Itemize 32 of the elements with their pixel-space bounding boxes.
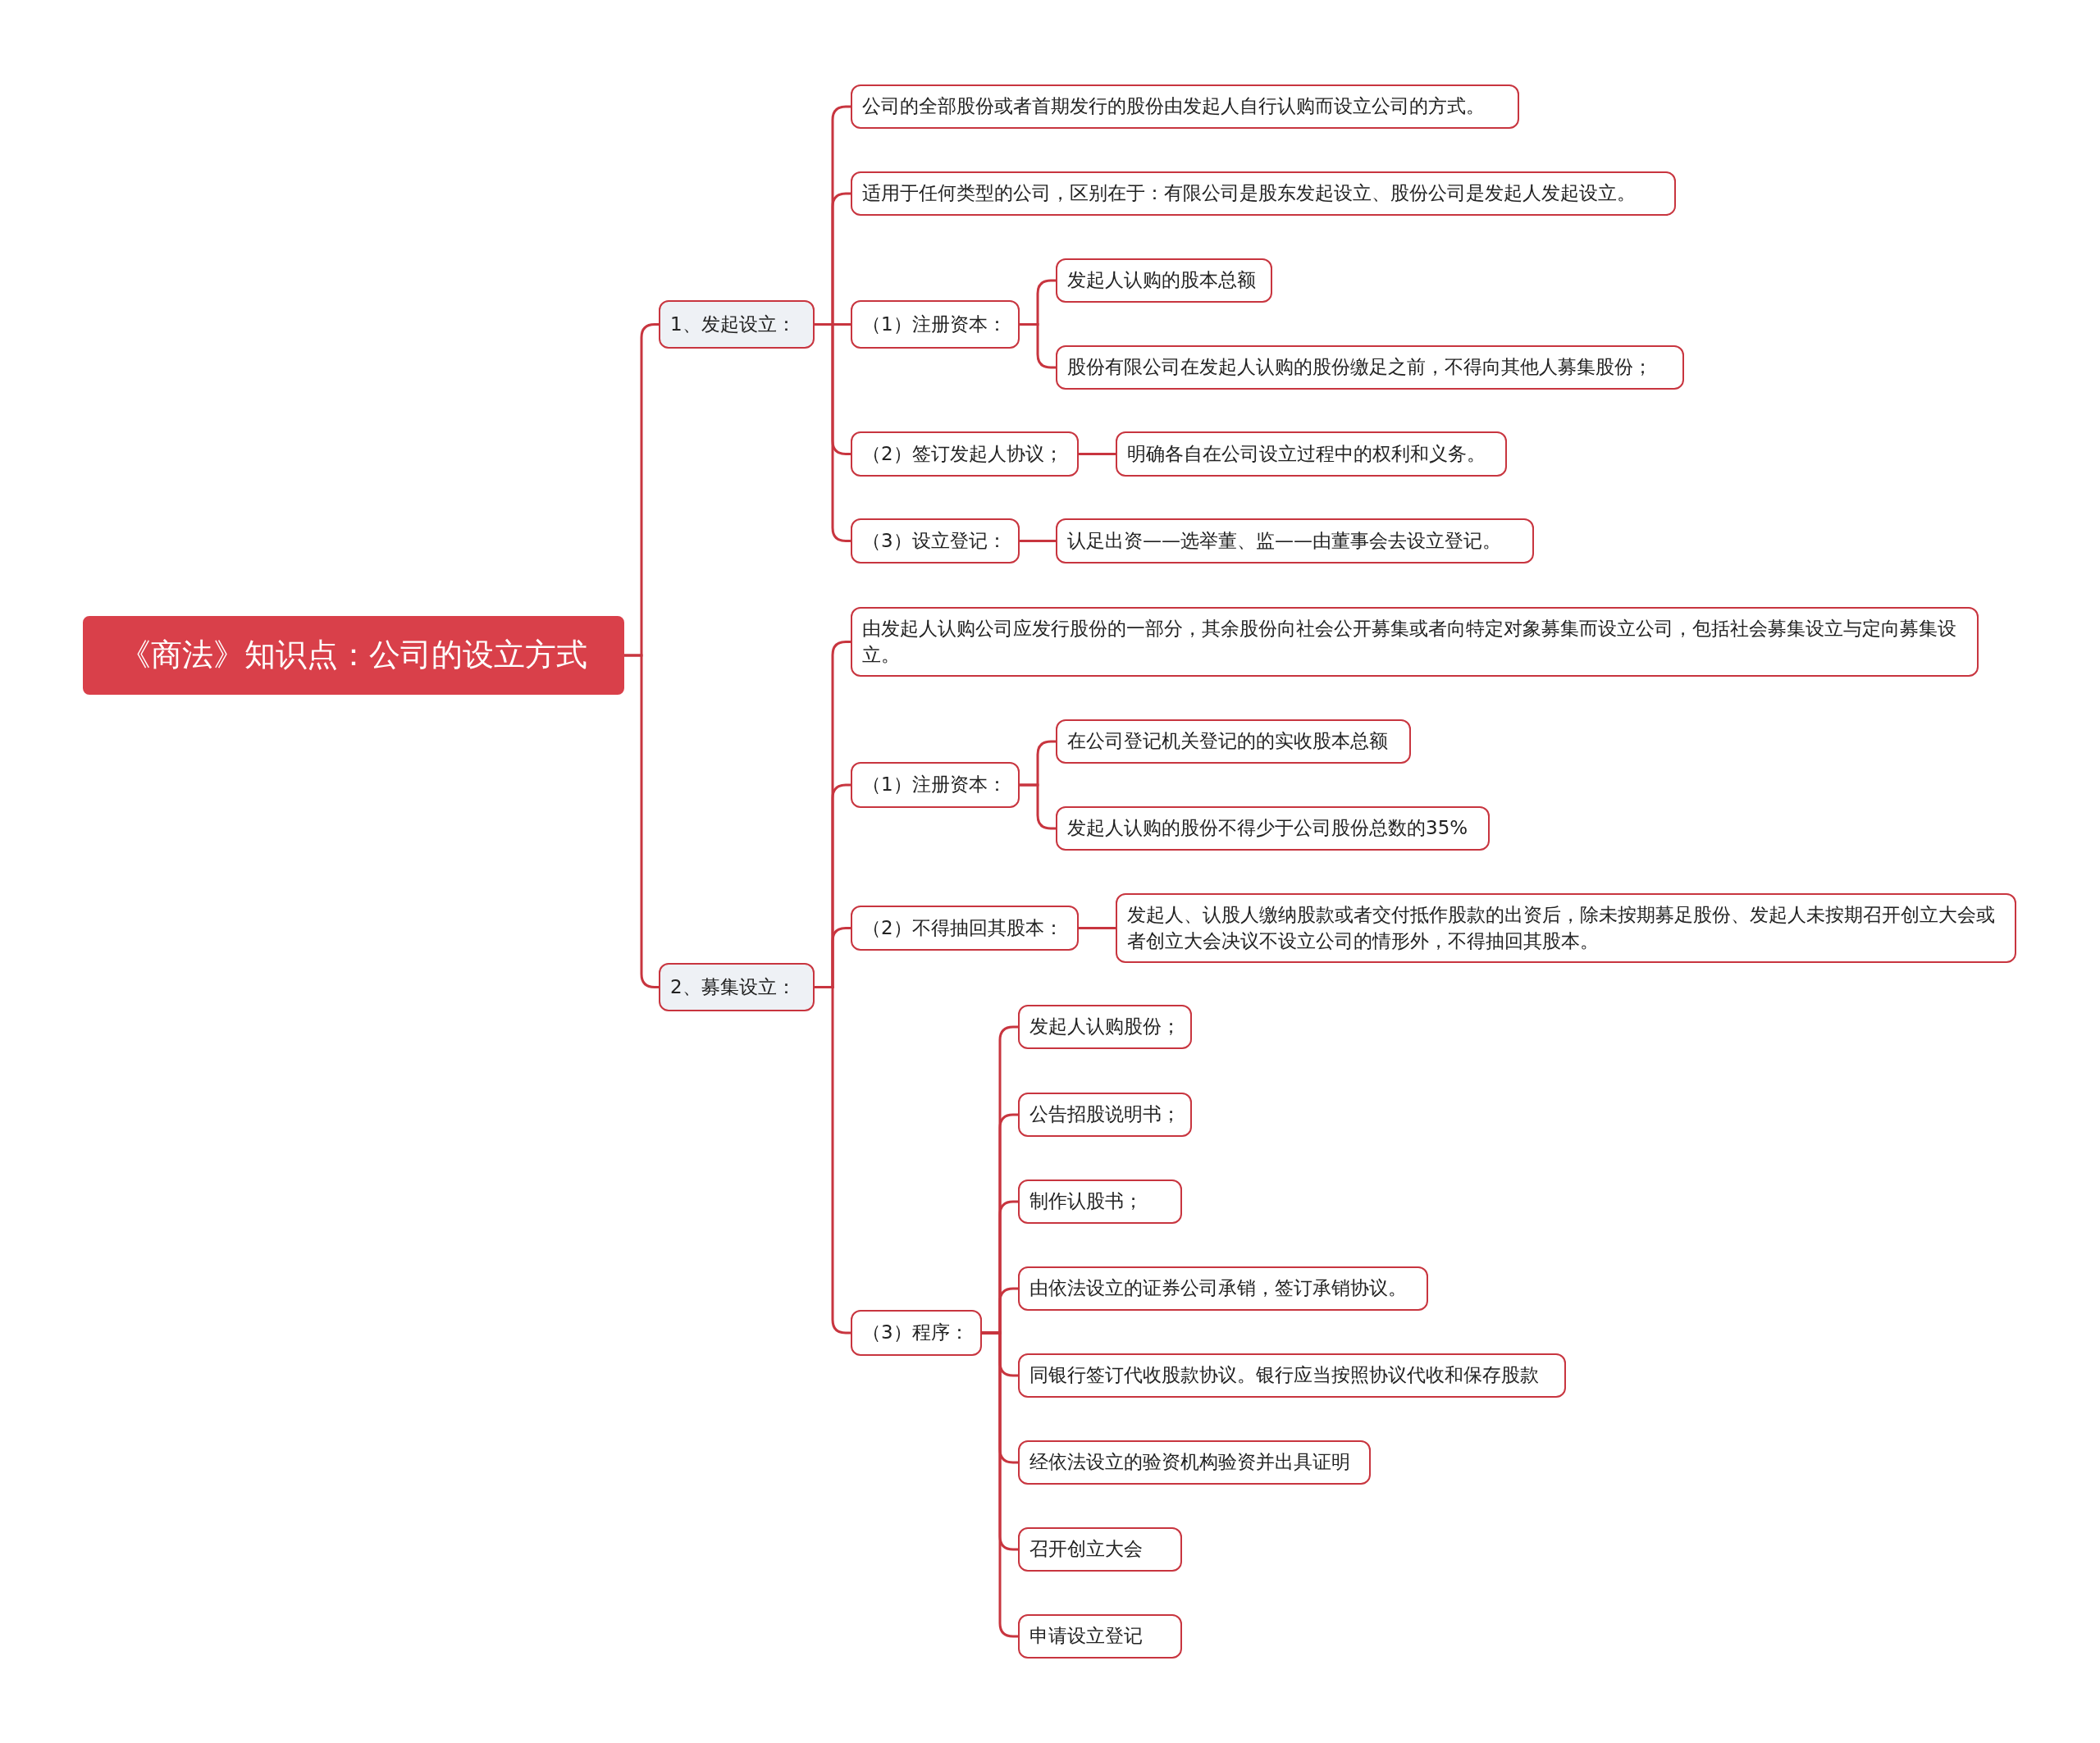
topic-box: 发起人认购股份；	[1018, 1005, 1192, 1049]
topic-box: 公司的全部股份或者首期发行的股份由发起人自行认购而设立公司的方式。	[851, 84, 1519, 129]
topic-box: 适用于任何类型的公司，区别在于：有限公司是股东发起设立、股份公司是发起人发起设立。	[851, 171, 1676, 216]
connector-line	[1079, 453, 1116, 455]
connector-line	[1020, 540, 1056, 542]
topic-box: （1）注册资本：	[851, 762, 1020, 808]
topic-box: 由依法设立的证券公司承销，签订承销协议。	[1018, 1266, 1428, 1311]
topic-box: 经依法设立的验资机构验资并出具证明	[1018, 1440, 1371, 1485]
topic-box: 公告招股说明书；	[1018, 1093, 1192, 1137]
topic-box: 明确各自在公司设立过程中的权利和义务。	[1116, 431, 1507, 477]
topic-box: 制作认股书；	[1018, 1179, 1182, 1224]
topic-box: 认足出资——选举董、监——由董事会去设立登记。	[1056, 518, 1534, 564]
topic-box: 发起人认购的股份不得少于公司股份总数的35%	[1056, 806, 1490, 851]
topic-box: 召开创立大会	[1018, 1527, 1182, 1572]
topic-box: （1）注册资本：	[851, 300, 1020, 349]
topic-box: （2）签订发起人协议；	[851, 431, 1079, 477]
topic-box: 同银行签订代收股款协议。银行应当按照协议代收和保存股款	[1018, 1353, 1566, 1398]
topic-box: （2）不得抽回其股本：	[851, 906, 1079, 951]
topic-box: 发起人认购的股本总额	[1056, 258, 1272, 303]
topic-box: 由发起人认购公司应发行股份的一部分，其余股份向社会公开募集或者向特定对象募集而设立公司，包括社会募集设立与定向募集设立。	[851, 607, 1979, 677]
topic-box: 申请设立登记	[1018, 1614, 1182, 1659]
topic-box: 在公司登记机关登记的的实收股本总额	[1056, 719, 1411, 764]
connector-line	[624, 654, 659, 988]
topic-box: （3）程序：	[851, 1310, 982, 1356]
branch-topic-box: 1、发起设立：	[659, 300, 815, 349]
topic-box: （3）设立登记：	[851, 518, 1020, 564]
topic-box: 发起人、认股人缴纳股款或者交付抵作股款的出资后，除未按期募足股份、发起人未按期召开创立大会或者创立大会决议不设立公司的情形外，不得抽回其股本。	[1116, 893, 2016, 963]
branch-topic-box: 2、募集设立：	[659, 963, 815, 1011]
central-topic-box: 《商法》知识点：公司的设立方式	[83, 616, 624, 695]
topic-box: 股份有限公司在发起人认购的股份缴足之前，不得向其他人募集股份；	[1056, 345, 1684, 390]
connector-line	[815, 986, 851, 1335]
connector-line	[1079, 927, 1116, 929]
